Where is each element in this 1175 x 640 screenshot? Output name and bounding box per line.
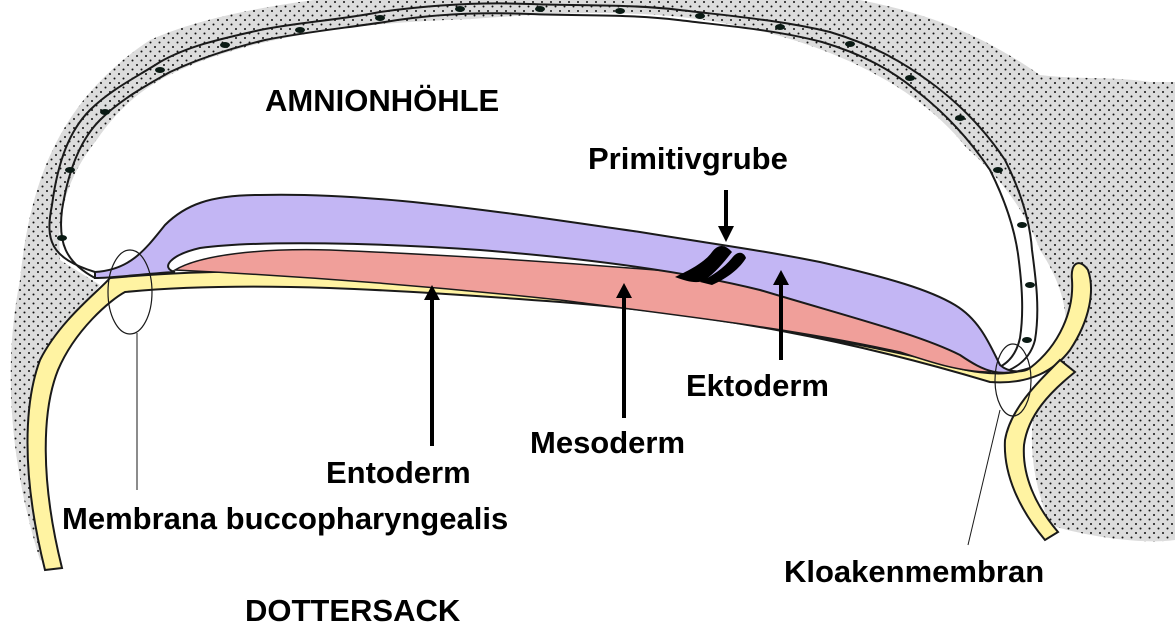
label-buccopharyngeal-membrane: Membrana buccopharyngealis — [62, 501, 508, 536]
amnion-cells — [57, 6, 1035, 343]
primitive-pit-mark — [675, 246, 732, 283]
arrowhead-ectoderm — [773, 270, 789, 285]
label-entoderm: Entoderm — [326, 455, 471, 490]
arrowhead-primitive-pit — [718, 226, 734, 242]
entoderm-right-tail — [1003, 358, 1077, 542]
ectoderm-layer — [94, 193, 1031, 374]
amnion-membrane-outer — [48, 2, 1039, 376]
label-mesoderm: Mesoderm — [530, 425, 685, 460]
arrowhead-entoderm — [424, 285, 440, 300]
label-cloacal-membrane: Kloakenmembran — [784, 554, 1044, 589]
buccopharyngeal-membrane-outline — [107, 249, 153, 335]
primitive-pit-mark-2 — [700, 252, 746, 285]
extraembryonic-mesoderm — [10, 0, 1175, 565]
label-amnion-cavity: AMNIONHÖHLE — [265, 83, 499, 118]
arrowhead-mesoderm — [616, 283, 632, 298]
cloacal-leader — [967, 409, 1001, 546]
cloacal-membrane-outline — [994, 343, 1032, 417]
arrows — [424, 190, 789, 446]
amnion-cavity — [59, 13, 1040, 362]
label-ectoderm: Ektoderm — [686, 368, 829, 403]
amnion-membrane-inner — [60, 12, 1024, 370]
label-primitive-pit: Primitivgrube — [588, 141, 788, 176]
label-yolk-sac: DOTTERSACK — [245, 593, 461, 628]
